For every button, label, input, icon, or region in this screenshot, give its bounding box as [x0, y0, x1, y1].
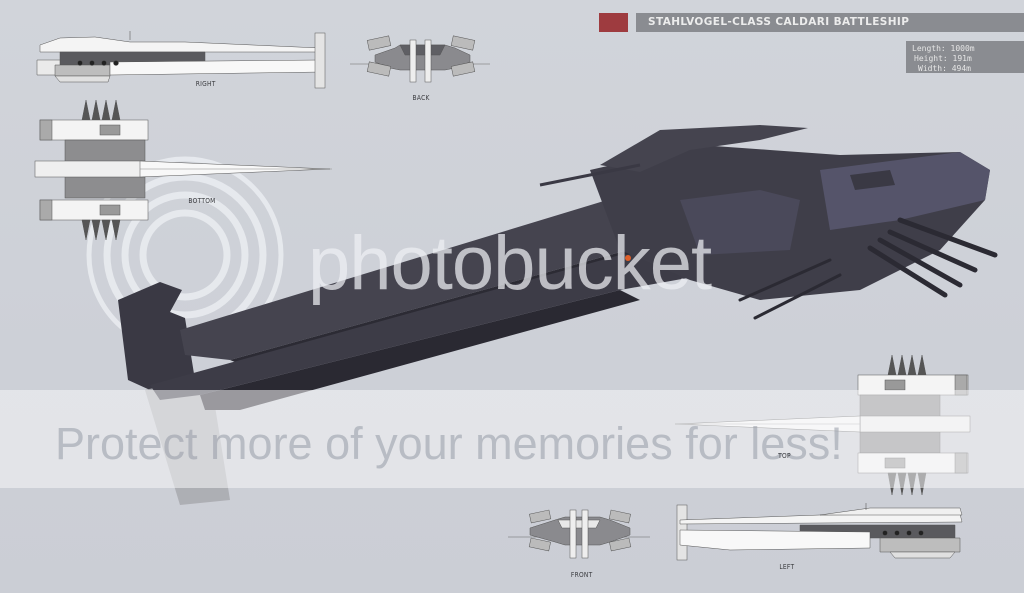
spec-box: Length: 1000m Height: 191m Width: 494m	[906, 41, 1024, 73]
label-front: FRONT	[570, 571, 593, 579]
label-bottom: BOTTOM	[188, 197, 216, 205]
watermark-banner	[0, 390, 1024, 488]
label-left: LEFT	[779, 563, 795, 571]
title-accent-swatch	[599, 13, 628, 32]
label-right: RIGHT	[195, 80, 216, 88]
page-title: STAHLVOGEL-CLASS CALDARI BATTLESHIP	[636, 13, 1024, 32]
label-back: BACK	[412, 94, 430, 102]
spec-height: Height: 191m	[914, 54, 972, 63]
spec-width: Width: 494m	[918, 64, 971, 73]
spec-length: Length: 1000m	[912, 44, 975, 53]
watermark-banner-text: Protect more of your memories for less!	[55, 418, 843, 469]
watermark-logo-text: photobucket	[308, 221, 712, 306]
label-top: TOP	[778, 452, 791, 460]
